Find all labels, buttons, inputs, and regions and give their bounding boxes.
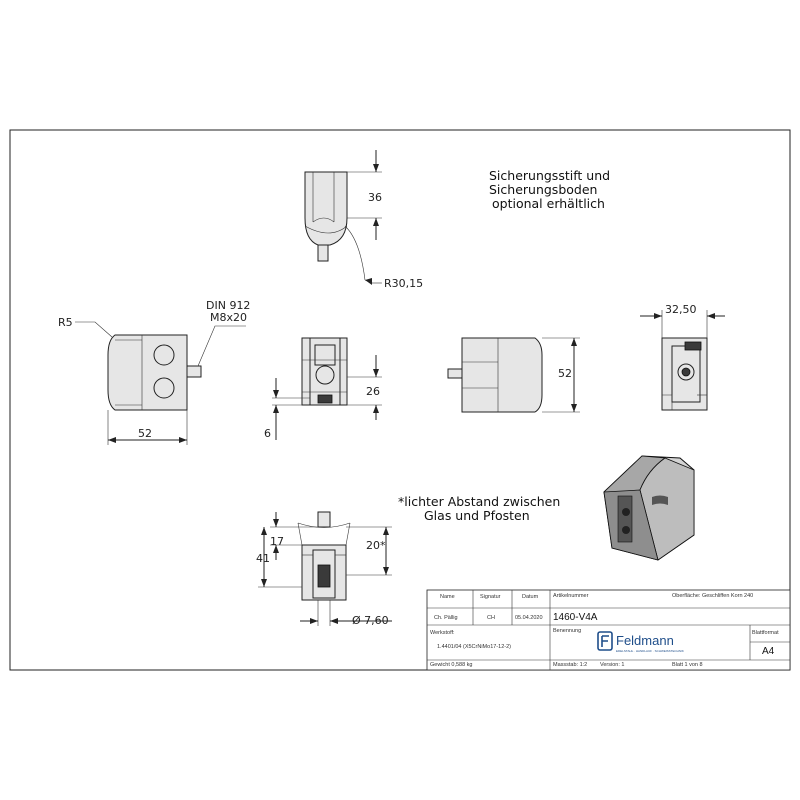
tb-date: 05.04.2020: [515, 615, 543, 621]
section-view: 17 41 20* Ø 7,60: [256, 511, 392, 627]
front-view-right: 52: [447, 337, 580, 413]
dim-41: 41: [256, 552, 270, 565]
bottom-view: 32,50: [640, 303, 725, 411]
note-clearance-2: Glas und Pfosten: [424, 508, 530, 523]
note-clearance-1: *lichter Abstand zwischen: [398, 494, 560, 509]
front-view-left: R5 DIN 912 M8x20 52: [58, 299, 250, 445]
label-m8: M8x20: [210, 311, 247, 324]
label-din: DIN 912: [206, 299, 250, 312]
tb-surface: Oberfläche: Geschliffen Korn 240: [672, 593, 753, 599]
tb-material-label: Werkstoff:: [430, 630, 455, 636]
dim-r5: R5: [58, 316, 73, 329]
title-block: Name Signatur Datum Ch. Pällig CH 05.04.…: [426, 589, 791, 671]
side-view-center: 26 6: [264, 337, 382, 440]
tb-signature: CH: [487, 615, 495, 621]
dim-52-height: 52: [558, 367, 572, 380]
tb-header-signature: Signatur: [480, 594, 501, 600]
tb-header-date: Datum: [522, 594, 539, 600]
note-line-3: optional erhältlich: [492, 196, 605, 211]
dim-32-50: 32,50: [665, 303, 697, 316]
logo-subtext: EDELSTAHL · HANDLAUF · SCHWEISSTECHNIK: [616, 649, 684, 653]
drawing-frame: [9, 129, 791, 671]
tb-article-number: 1460-V4A: [553, 612, 598, 623]
tb-scale: Massstab: 1:2: [553, 662, 587, 668]
tb-format: A4: [762, 646, 775, 657]
logo-mark-icon: [597, 631, 613, 651]
tb-material: 1.4401/04 (X5CrNiMo17-12-2): [437, 644, 511, 650]
dim-17: 17: [270, 535, 284, 548]
tb-version: Version: 1: [600, 662, 624, 668]
dim-20: 20*: [366, 539, 386, 552]
tb-article-label: Artikelnummer: [553, 593, 589, 599]
dim-r30: R30,15: [384, 277, 423, 290]
tb-weight: Gewicht 0,588 kg: [430, 662, 473, 668]
dim-diameter: Ø 7,60: [352, 614, 389, 627]
note-line-1: Sicherungsstift und: [489, 168, 610, 183]
tb-name: Ch. Pällig: [434, 615, 458, 621]
tb-format-label: Blattformat: [752, 630, 779, 636]
isometric-view: [603, 455, 695, 561]
tb-sheet: Blatt 1 von 8: [672, 662, 703, 668]
dim-52-width: 52: [138, 427, 152, 440]
dim-36: 36: [368, 191, 382, 204]
top-view: 36 R30,15: [304, 150, 423, 290]
dim-6: 6: [264, 427, 271, 440]
logo-text: Feldmann: [616, 633, 674, 648]
tb-designation-label: Benennung: [553, 628, 581, 634]
dim-26: 26: [366, 385, 380, 398]
tb-header-name: Name: [440, 594, 455, 600]
note-line-2: Sicherungsboden: [489, 182, 597, 197]
